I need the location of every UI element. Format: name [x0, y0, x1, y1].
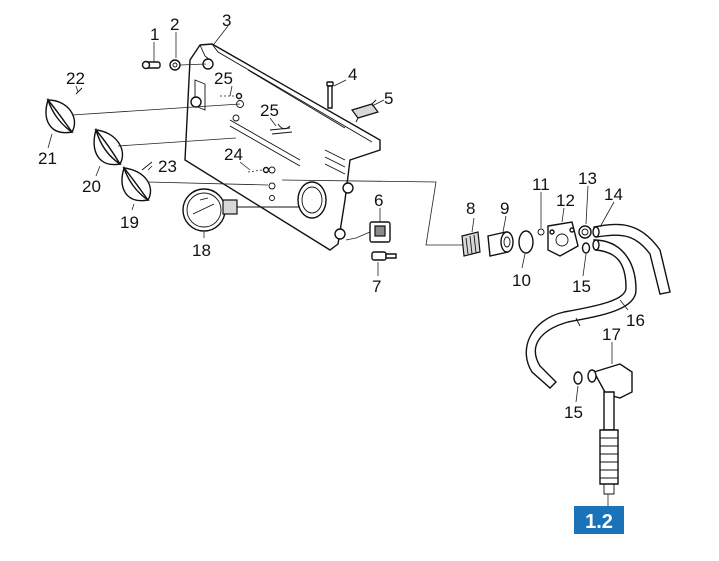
label-part-7: 7	[372, 277, 381, 296]
label-part-25-lower: 25	[260, 101, 279, 120]
flange-part-12	[547, 221, 579, 257]
washer-part-2	[169, 59, 181, 71]
label-part-14: 14	[604, 185, 623, 204]
screw-part-24	[247, 166, 270, 174]
nut-part-9	[487, 231, 514, 257]
mounting-panel	[184, 43, 381, 251]
hose-part-16	[525, 239, 637, 389]
clamp-part-15-upper	[581, 242, 591, 254]
spring-part-25b	[269, 123, 293, 135]
switch-part-6	[369, 221, 391, 243]
label-part-12: 12	[556, 191, 575, 210]
bolt-part-7	[371, 251, 397, 261]
label-part-4: 4	[348, 65, 357, 84]
screw-part-1	[141, 60, 161, 70]
label-part-23: 23	[158, 157, 177, 176]
label-part-6: 6	[374, 191, 383, 210]
oring-part-10	[518, 230, 534, 254]
label-part-19: 19	[120, 213, 139, 232]
pin-part-23	[141, 161, 153, 171]
label-part-20: 20	[82, 177, 101, 196]
insert-part-8	[461, 231, 481, 257]
clamp-part-15-lower	[573, 371, 583, 385]
label-part-22: 22	[66, 69, 85, 88]
clip-part-5	[351, 99, 379, 123]
label-part-10: 10	[512, 271, 531, 290]
label-part-21: 21	[38, 149, 57, 168]
label-part-15-upper: 15	[572, 277, 591, 296]
screw-part-25a	[220, 92, 243, 100]
label-part-1: 1	[150, 25, 159, 44]
section-badge-text: 1.2	[585, 511, 613, 533]
label-part-11: 11	[532, 175, 550, 194]
label-part-9: 9	[500, 199, 509, 218]
label-part-2: 2	[170, 15, 179, 34]
nozzle-part-17	[587, 363, 633, 495]
cap-part-21	[45, 97, 76, 134]
label-part-17: 17	[602, 325, 621, 344]
section-badge: 1.2	[574, 506, 624, 534]
label-part-16: 16	[626, 311, 645, 330]
label-part-24: 24	[224, 145, 243, 164]
label-part-25-upper: 25	[214, 69, 233, 88]
leader-lines	[47, 25, 629, 520]
cap-part-20	[93, 127, 124, 166]
label-part-18: 18	[192, 241, 211, 260]
hose-part-14	[592, 223, 671, 295]
label-part-15-lower: 15	[564, 403, 583, 422]
cap-part-19	[121, 165, 152, 202]
pin-part-22	[75, 87, 83, 95]
section-badge-box	[574, 506, 624, 534]
part-labels: 1 2 3 4 5 6 7 8 9 10 11 12 13 14 15 16 1…	[38, 11, 645, 422]
label-part-5: 5	[384, 89, 393, 108]
ring-part-11	[537, 228, 545, 236]
label-part-8: 8	[466, 199, 475, 218]
label-part-13: 13	[578, 169, 597, 188]
screw-part-4	[326, 81, 334, 109]
label-part-3: 3	[222, 11, 231, 30]
fitting-part-13	[578, 225, 592, 239]
gauge-part-18	[182, 188, 300, 232]
